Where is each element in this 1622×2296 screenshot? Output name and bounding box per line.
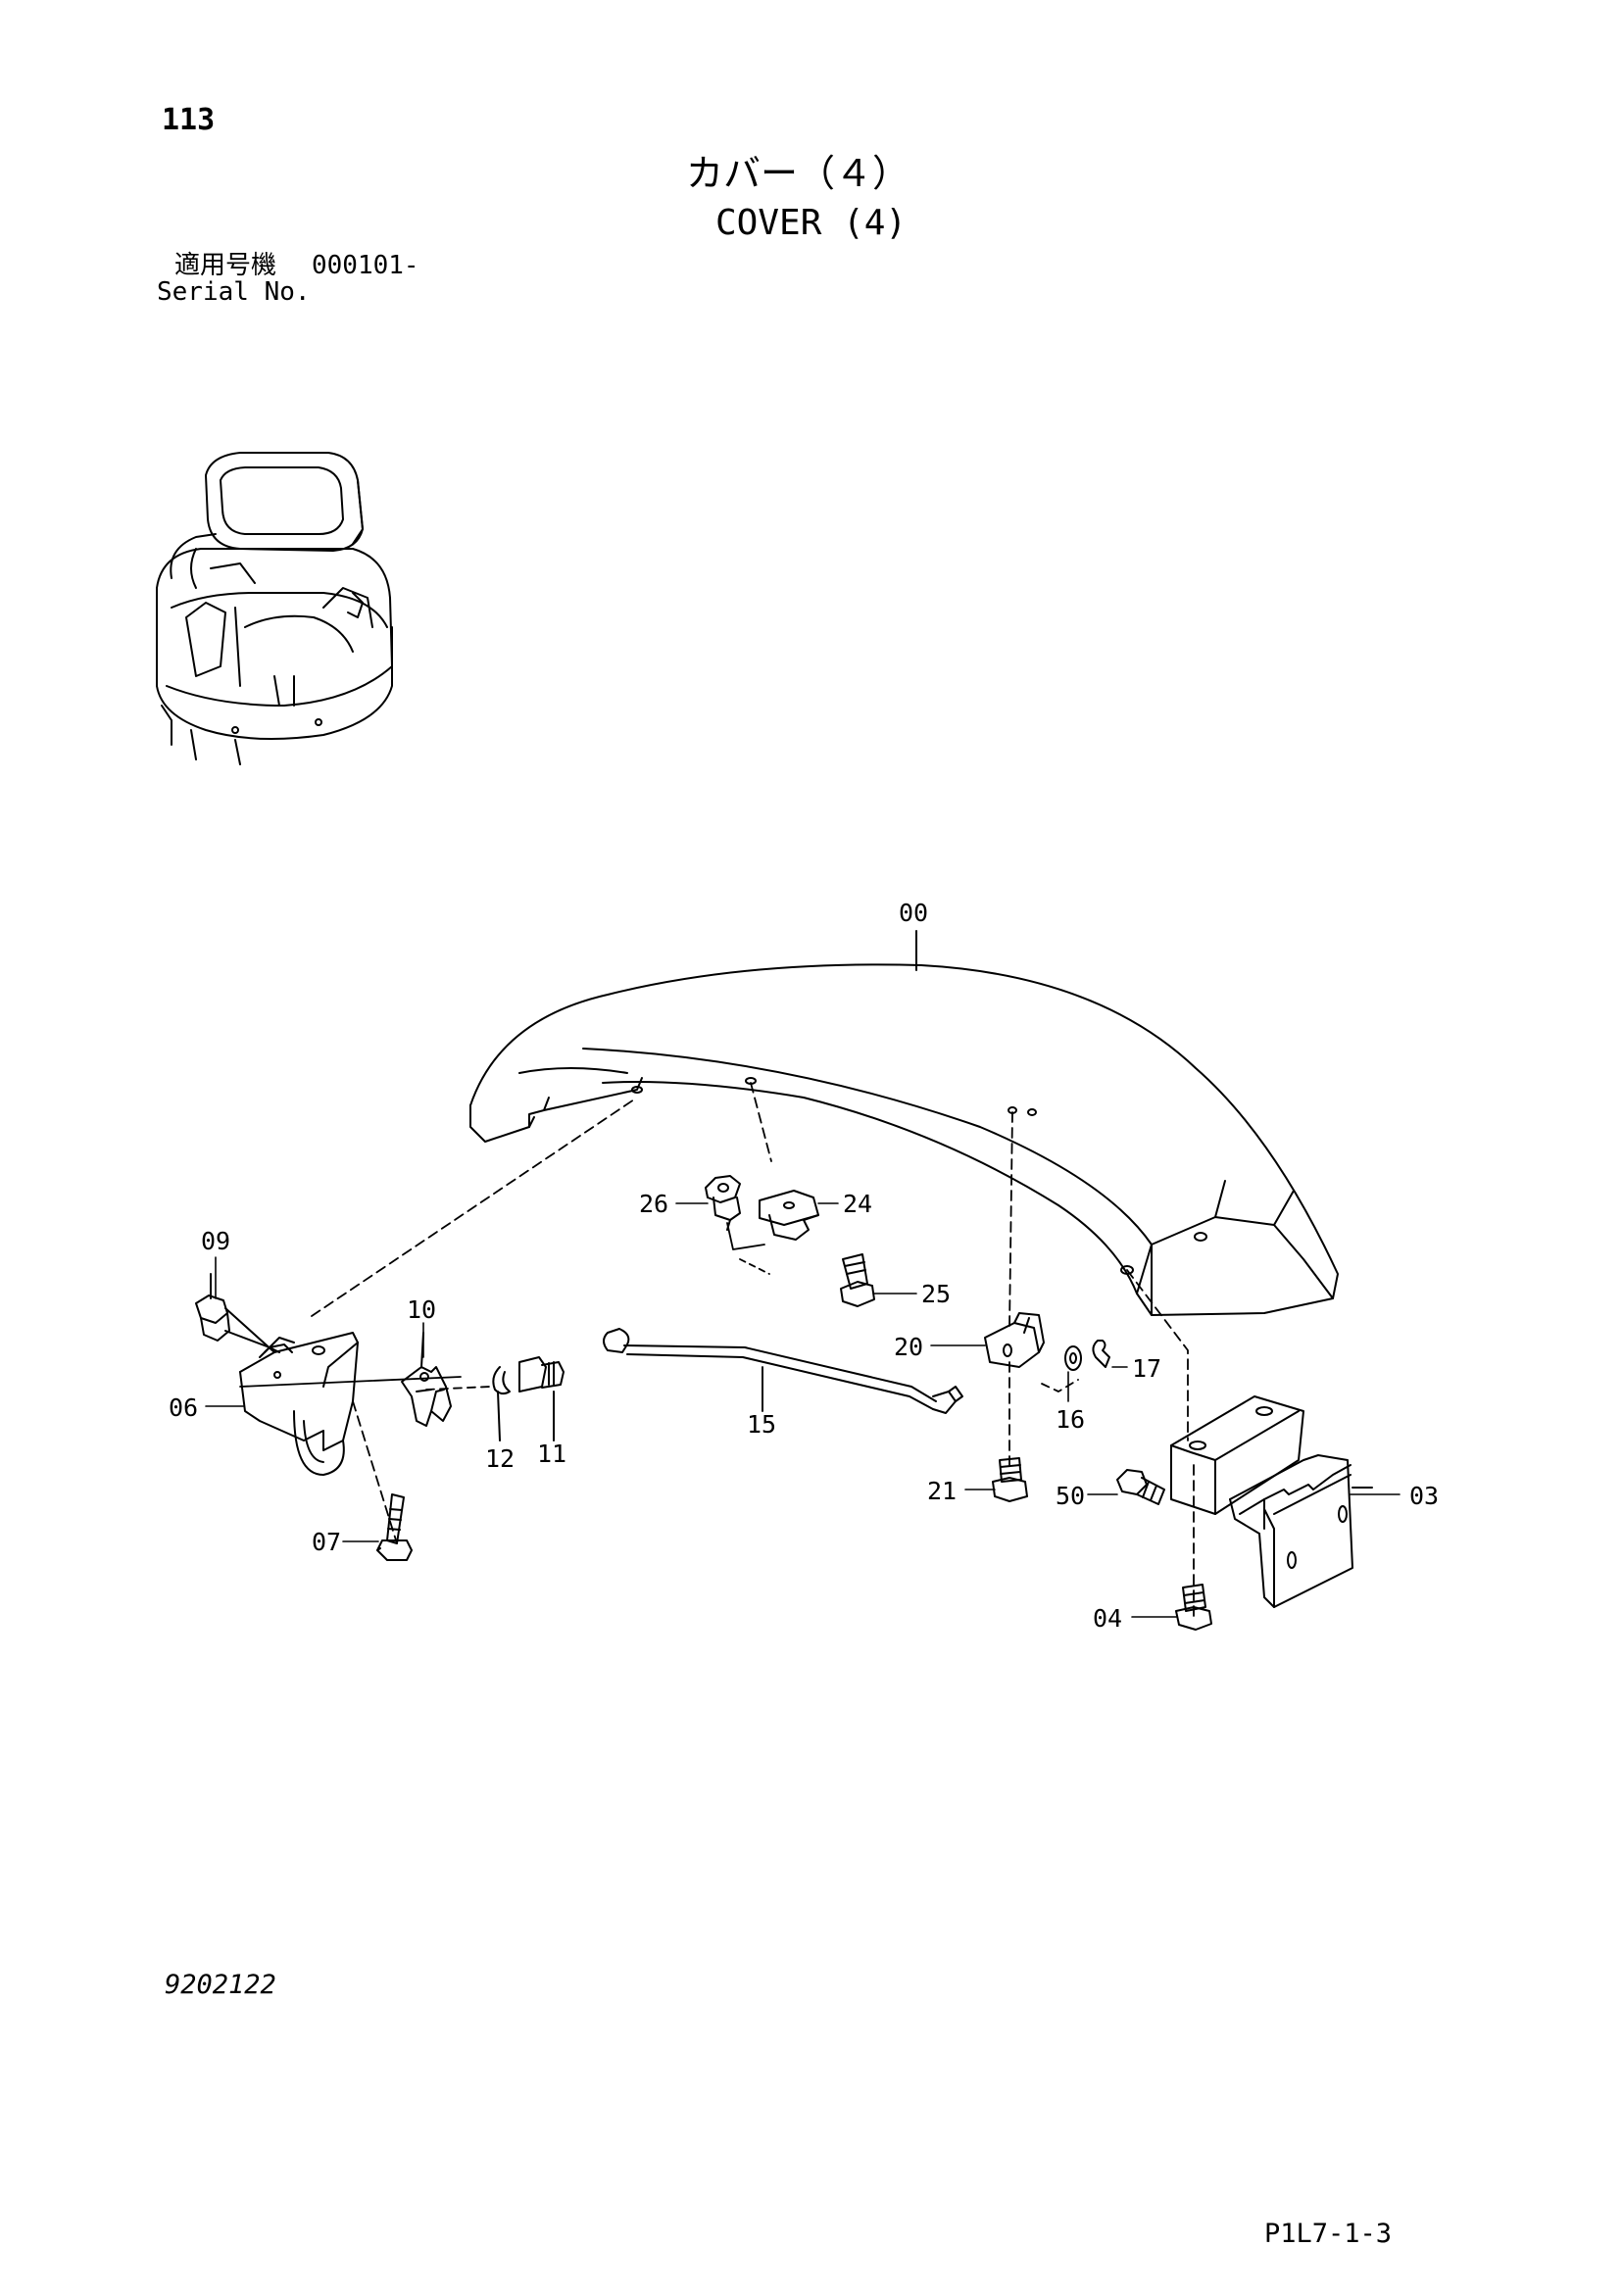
callout-04: 04 [1093, 1604, 1122, 1633]
callout-26: 26 [639, 1190, 668, 1218]
part-06-bracket [224, 1307, 359, 1476]
part-07-bolt [376, 1493, 413, 1561]
callout-10: 10 [407, 1295, 436, 1324]
part-15-rod [603, 1328, 963, 1414]
callout-07: 07 [312, 1528, 341, 1556]
page-title-ja: カバー（４） [686, 152, 910, 195]
callout-00: 00 [899, 899, 928, 927]
callout-09: 09 [201, 1227, 230, 1255]
callout-24: 24 [843, 1190, 872, 1218]
callout-15: 15 [747, 1410, 776, 1439]
callout-21: 21 [927, 1477, 957, 1505]
callout-20: 20 [894, 1333, 923, 1361]
part-12-washer [492, 1366, 511, 1441]
serial-value: 000101- [312, 251, 419, 280]
part-03-hinge [1170, 1395, 1373, 1608]
serial-label-ja: 適用号機 [174, 251, 277, 280]
part-17-clip [1092, 1340, 1110, 1368]
part-00-cover [469, 930, 1339, 1316]
part-16-washer [1064, 1345, 1082, 1371]
part-04-bolt [1175, 1584, 1212, 1631]
part-21-bolt [992, 1457, 1028, 1502]
callout-06: 06 [169, 1393, 198, 1422]
part-26-clamp [705, 1175, 741, 1231]
page-number: 113 [162, 103, 216, 137]
callout-03: 03 [1409, 1482, 1439, 1510]
callout-11: 11 [537, 1440, 566, 1468]
callout-12: 12 [485, 1444, 515, 1473]
callout-25: 25 [921, 1280, 951, 1308]
location-thumbnail [156, 452, 393, 765]
page-reference: P1L7-1-3 [1264, 2219, 1393, 2249]
part-20-bracket [984, 1312, 1045, 1368]
part-11-screw [518, 1356, 565, 1441]
part-24-bracket [759, 1190, 819, 1241]
callout-17: 17 [1132, 1354, 1161, 1383]
callout-16: 16 [1056, 1405, 1085, 1434]
serial-label-en: Serial No. [157, 277, 311, 307]
callout-50: 50 [1056, 1482, 1085, 1510]
part-09-switch [195, 1273, 280, 1353]
callout-leaders [205, 935, 1401, 1618]
page-title-en: COVER (4) [715, 203, 908, 243]
leader-lines [239, 1082, 1195, 1623]
part-25-bolt [840, 1253, 875, 1307]
document-number: 9202122 [165, 1970, 276, 2000]
part-50-bolt [1116, 1469, 1165, 1505]
